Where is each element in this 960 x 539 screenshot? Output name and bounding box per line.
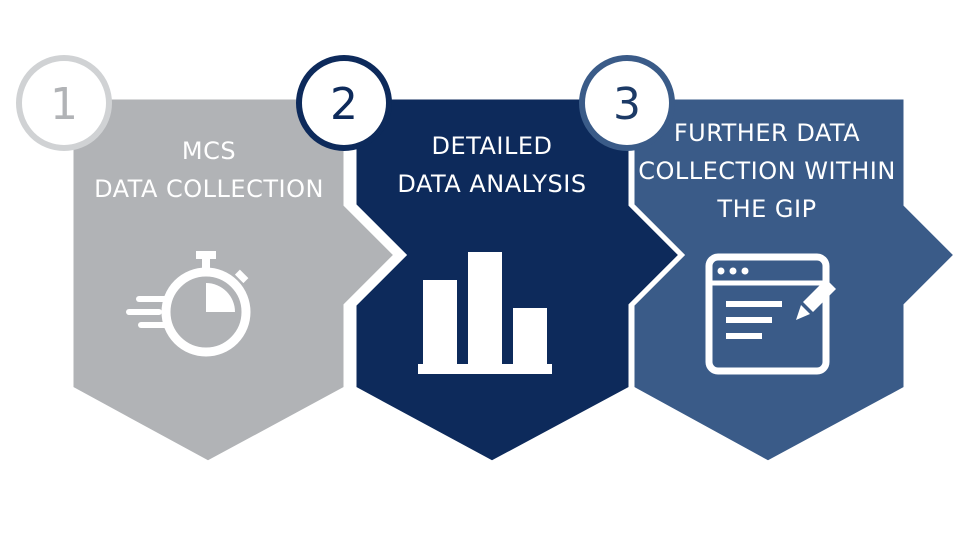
step-2: DETAILED DATA ANALYSIS xyxy=(353,96,683,464)
stopwatch-icon xyxy=(126,251,251,357)
step-2-number: 2 xyxy=(330,79,358,130)
step-3: FURTHER DATA COLLECTION WITHIN THE GIP xyxy=(631,96,958,464)
step-1-title-line-1: MCS xyxy=(182,137,236,165)
form-edit-icon xyxy=(705,253,836,375)
step-1: MCS DATA COLLECTION xyxy=(70,96,398,464)
step-3-title-line-3: THE GIP xyxy=(716,195,816,223)
step-1-number: 1 xyxy=(50,79,78,130)
step-2-title-line-1: DETAILED xyxy=(432,132,553,160)
step-1-number-badge: 1 xyxy=(16,55,112,151)
step-1-title-line-2: DATA COLLECTION xyxy=(94,175,324,203)
step-3-shape xyxy=(631,96,958,464)
step-3-number-badge: 3 xyxy=(579,55,675,151)
step-3-title-line-1: FURTHER DATA xyxy=(674,119,860,147)
step-3-number: 3 xyxy=(613,79,641,130)
bar-chart-icon xyxy=(418,252,552,374)
step-3-title-line-2: COLLECTION WITHIN xyxy=(638,157,896,185)
step-2-number-badge: 2 xyxy=(296,55,392,151)
step-2-title-line-2: DATA ANALYSIS xyxy=(397,170,586,198)
